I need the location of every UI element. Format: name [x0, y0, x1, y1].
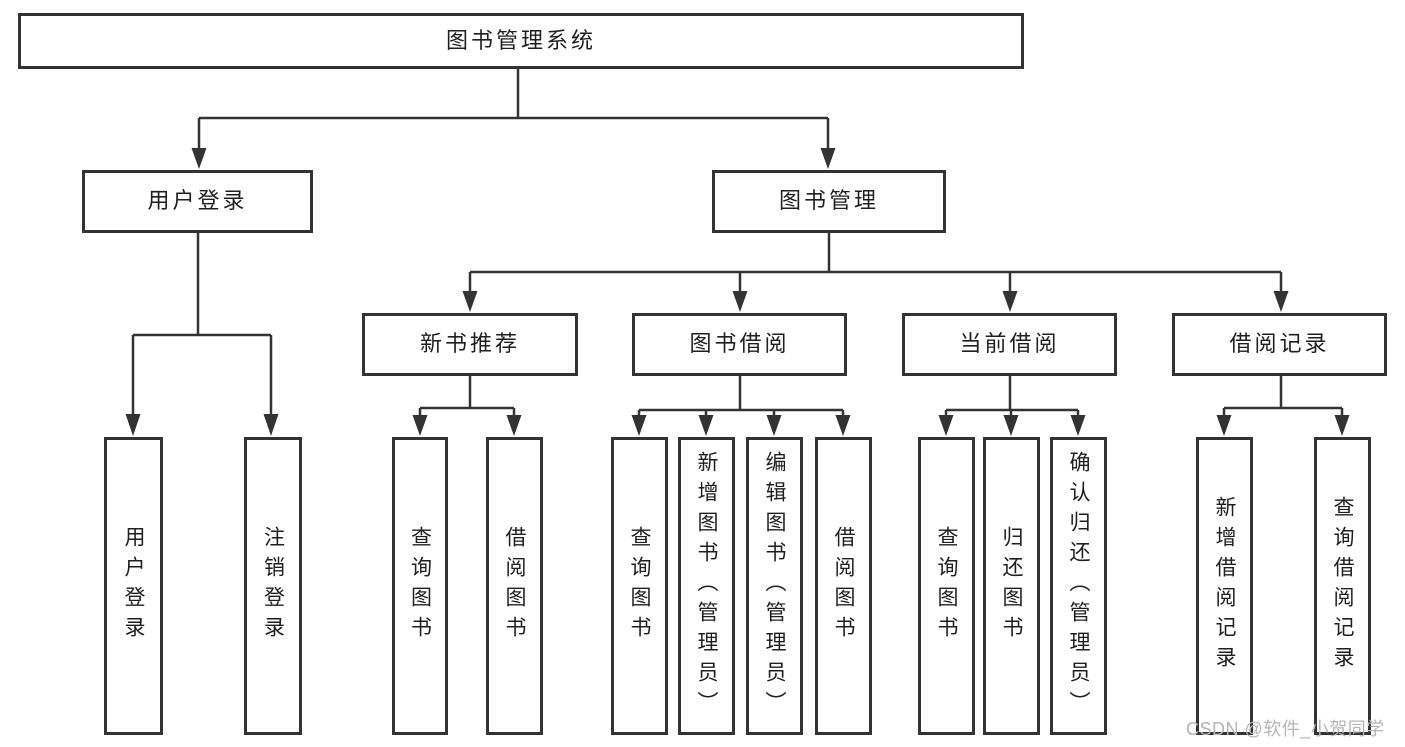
- arrowhead: [1002, 291, 1018, 312]
- connector-borrow-records-to-leaves: [1222, 376, 1344, 416]
- connector-new-book-to-leaves: [418, 376, 516, 416]
- node-root: 图书管理系统: [18, 13, 1024, 69]
- leaf-query-books-1: 查询图书: [392, 437, 448, 735]
- arrowhead: [732, 291, 748, 312]
- arrowhead: [766, 415, 782, 436]
- connector-book-borrow-to-leaves: [637, 376, 845, 416]
- node-current-borrow: 当前借阅: [902, 313, 1117, 376]
- leaf-edit-books-admin: 编辑图书（管理员）: [746, 437, 803, 735]
- leaf-return-books: 归还图书: [983, 437, 1040, 735]
- leaf-confirm-return-admin: 确认归还（管理员）: [1050, 437, 1107, 735]
- arrowhead: [835, 415, 851, 436]
- arrowhead: [631, 415, 647, 436]
- arrowhead: [462, 291, 478, 312]
- leaf-query-books-2: 查询图书: [611, 437, 668, 735]
- arrowhead: [820, 148, 836, 169]
- arrowhead: [698, 415, 714, 436]
- leaf-add-borrow-record: 新增借阅记录: [1196, 437, 1253, 735]
- connector-current-borrow-to-leaves: [944, 376, 1080, 416]
- arrowhead: [1070, 415, 1086, 436]
- arrowhead: [1334, 415, 1350, 436]
- leaf-query-books-3: 查询图书: [918, 437, 975, 735]
- arrowhead: [125, 414, 141, 436]
- node-book-borrow: 图书借阅: [632, 313, 847, 376]
- leaf-user-login: 用户登录: [104, 437, 163, 735]
- connector-user-login-to-leaves: [131, 233, 273, 414]
- arrowhead: [1003, 415, 1019, 436]
- leaf-add-books-admin: 新增图书（管理员）: [678, 437, 735, 735]
- arrowhead: [506, 415, 522, 436]
- arrowhead: [412, 415, 428, 436]
- leaf-logout: 注销登录: [244, 437, 302, 735]
- arrowhead: [938, 415, 954, 436]
- node-user-login: 用户登录: [82, 170, 313, 233]
- node-book-management: 图书管理: [712, 170, 946, 233]
- leaf-borrow-books-2: 借阅图书: [815, 437, 872, 735]
- connector-root-to-level2: [197, 69, 830, 148]
- arrowhead: [263, 414, 279, 436]
- connector-book-mgmt-to-sections: [468, 233, 1283, 291]
- arrowhead: [1216, 415, 1232, 436]
- leaf-query-borrow-record: 查询借阅记录: [1314, 437, 1371, 735]
- node-borrow-records: 借阅记录: [1172, 313, 1387, 376]
- csdn-watermark: CSDN @软件_小贺同学: [1186, 719, 1385, 739]
- node-new-book-recommend: 新书推荐: [362, 313, 578, 376]
- arrowhead: [1273, 291, 1289, 312]
- leaf-borrow-books-1: 借阅图书: [486, 437, 543, 735]
- arrowhead: [191, 148, 207, 169]
